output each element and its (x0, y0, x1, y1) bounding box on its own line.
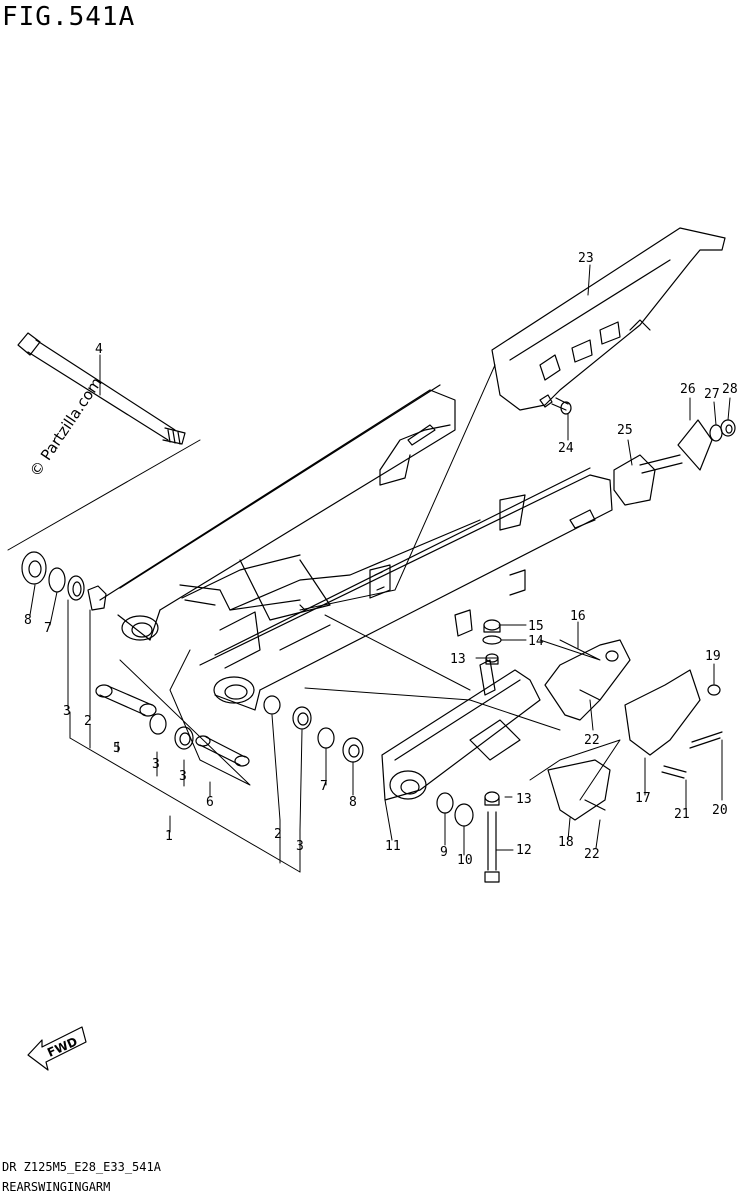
callout-24: 24 (558, 441, 574, 456)
callout-9: 9 (440, 845, 448, 860)
pivot-shaft[interactable] (17, 332, 186, 445)
pivot-sleeves[interactable] (95, 684, 364, 767)
callout-23: 23 (578, 251, 594, 266)
callout-5: 5 (113, 741, 121, 756)
callout-26: 26 (680, 382, 696, 397)
callout-20: 20 (712, 803, 728, 818)
callout-2a: 2 (84, 714, 92, 729)
chain-adjuster[interactable] (613, 419, 736, 506)
callout-12: 12 (516, 843, 532, 858)
callout-25: 25 (617, 423, 633, 438)
callout-3c: 3 (179, 769, 187, 784)
leader-lines (29, 264, 731, 873)
callout-8a: 8 (24, 613, 32, 628)
callout-13b: 13 (516, 792, 532, 807)
callout-27: 27 (704, 387, 720, 402)
callout-3b: 3 (152, 757, 160, 772)
callout-2b: 2 (274, 827, 282, 842)
callout-7b: 7 (320, 779, 328, 794)
callout-17: 17 (635, 791, 651, 806)
callout-8b: 8 (349, 795, 357, 810)
callout-16: 16 (570, 609, 586, 624)
nut-washer-collar[interactable] (482, 619, 502, 665)
callout-18: 18 (558, 835, 574, 850)
figure-name: REARSWINGINGARM (2, 1180, 111, 1194)
callout-22b: 22 (584, 847, 600, 862)
callout-10: 10 (457, 853, 473, 868)
callout-3a: 3 (63, 704, 71, 719)
callout-3d: 3 (296, 839, 304, 854)
callout-11: 11 (385, 839, 401, 854)
brake-torque-bracket[interactable] (544, 639, 701, 821)
callout-4: 4 (95, 342, 103, 357)
figure-title: FIG.541A (2, 2, 136, 32)
callout-15: 15 (528, 619, 544, 634)
callout-19: 19 (705, 649, 721, 664)
chain-cover[interactable] (491, 227, 726, 411)
callout-13a: 13 (450, 652, 466, 667)
callout-1: 1 (165, 829, 173, 844)
callout-labels: 1 2 2 3 3 3 3 4 5 6 7 7 8 8 9 10 11 12 1… (24, 251, 738, 1060)
callout-21: 21 (674, 807, 690, 822)
callout-14: 14 (528, 634, 544, 649)
callout-7a: 7 (44, 621, 52, 636)
swingarm[interactable] (99, 384, 613, 711)
bracket-bolts[interactable] (661, 684, 723, 779)
chain-cover-bolt[interactable] (551, 397, 572, 415)
callout-6: 6 (206, 795, 214, 810)
chain-buffer-bolt[interactable] (436, 791, 500, 883)
figure-code: DR Z125M5_E28_E33_541A (2, 1160, 161, 1174)
chain-buffer[interactable] (381, 659, 541, 801)
callout-28: 28 (722, 382, 738, 397)
callout-22a: 22 (584, 733, 600, 748)
fwd-arrow-icon (27, 1026, 87, 1071)
left-pivot-bearings[interactable] (21, 551, 107, 611)
